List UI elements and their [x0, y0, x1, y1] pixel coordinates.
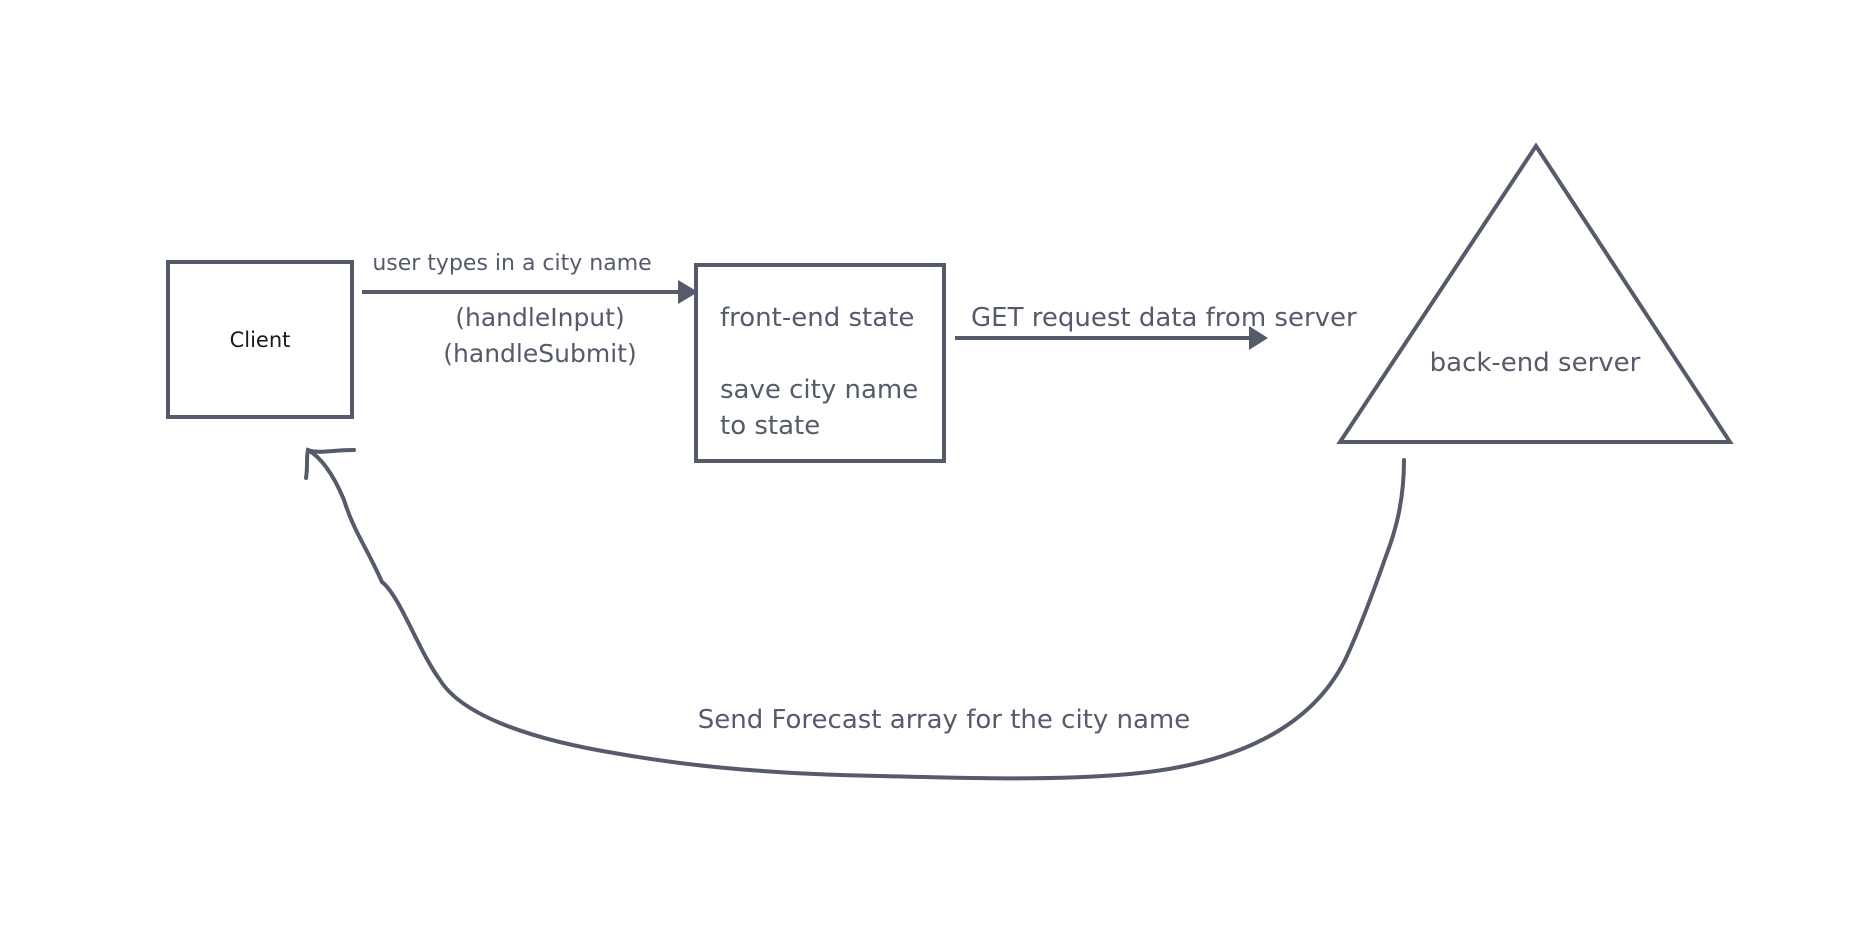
frontend-title: front-end state	[720, 303, 914, 333]
user-input-edge[interactable]: user types in a city name (handleInput) …	[362, 251, 698, 368]
user-input-arrowhead	[678, 280, 698, 304]
frontend-box	[694, 263, 946, 463]
get-request-edge[interactable]: GET request data from server	[955, 303, 1357, 350]
client-box	[166, 260, 354, 419]
response-label: Send Forecast array for the city name	[698, 705, 1191, 735]
backend-triangle	[1336, 142, 1734, 444]
get-request-label: GET request data from server	[971, 303, 1357, 333]
frontend-node[interactable]: front-end state save city name to state	[694, 263, 946, 463]
backend-node[interactable]: back-end server	[1336, 142, 1734, 444]
response-edge[interactable]: Send Forecast array for the city name	[304, 447, 1406, 781]
client-label: Client	[230, 328, 291, 352]
get-request-arrowhead	[1249, 326, 1268, 350]
response-curve	[306, 448, 1406, 781]
handle-submit-label: (handleSubmit)	[443, 339, 636, 368]
response-arrowhead-hook	[304, 447, 356, 480]
user-input-label: user types in a city name	[372, 251, 651, 276]
backend-label: back-end server	[1430, 348, 1641, 378]
frontend-action-line2: to state	[720, 411, 820, 441]
frontend-action-line1: save city name	[720, 375, 918, 405]
client-node[interactable]: Client	[166, 260, 354, 419]
handle-input-label: (handleInput)	[455, 303, 624, 332]
